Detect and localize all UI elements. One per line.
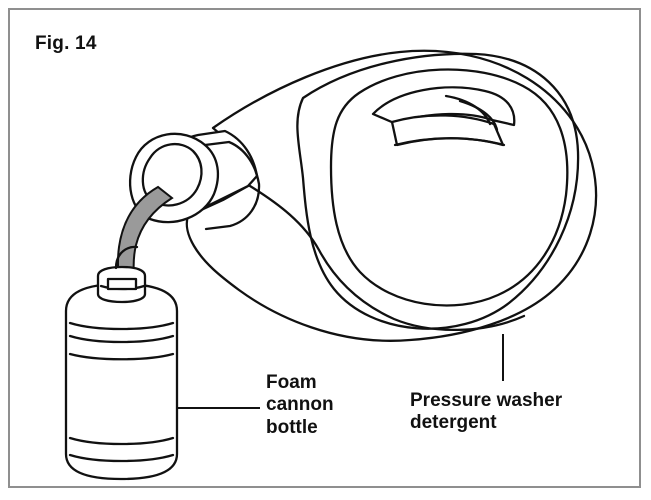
figure-title: Fig. 14 — [35, 33, 97, 54]
detergent-jug-icon — [128, 49, 598, 342]
foam-cannon-bottle-label: Foam cannon bottle — [266, 372, 334, 438]
foam-cannon-bottle-icon — [64, 245, 179, 481]
pressure-washer-detergent-label: Pressure washer detergent — [410, 390, 563, 434]
